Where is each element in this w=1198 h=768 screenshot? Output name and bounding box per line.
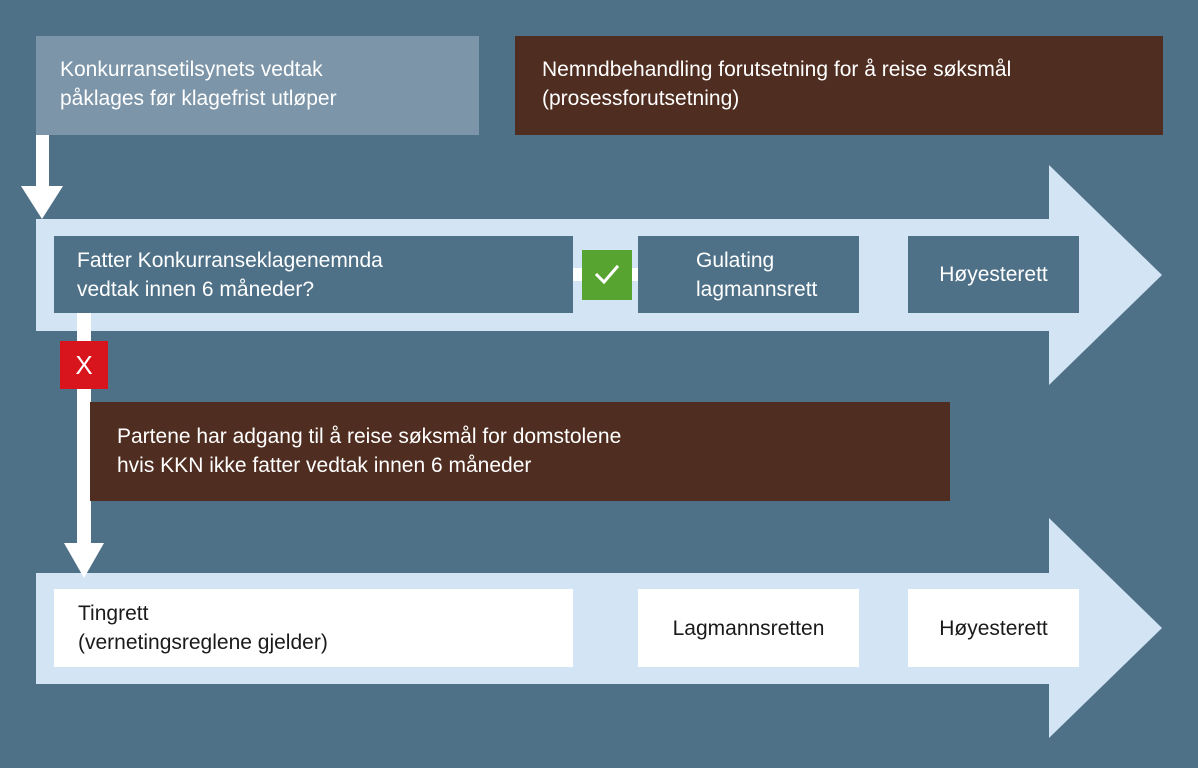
right-to-sue-line-1: Partene har adgang til å reise søksmål f… xyxy=(117,425,622,448)
procedural-requirement-box: Nemndbehandling forutsetning for å reise… xyxy=(515,36,1163,135)
procedural-requirement-line-2: (prosessforutsetning) xyxy=(542,87,740,110)
district-court-line-1: Tingrett xyxy=(78,602,149,625)
lower-track-arrow xyxy=(36,518,1162,738)
appeal-deadline-line-1: Konkurransetilsynets vedtak xyxy=(60,58,323,81)
supreme-court-label-upper: Høyesterett xyxy=(939,263,1048,286)
no-decision-badge: X xyxy=(60,341,108,389)
appeal-court-label-lower: Lagmannsretten xyxy=(672,616,825,640)
right-to-sue-line-2: hvis KKN ikke fatter vedtak innen 6 måne… xyxy=(117,454,532,477)
decision-question-line-2: vedtak innen 6 måneder? xyxy=(77,278,314,301)
supreme-court-label-lower: Høyesterett xyxy=(939,616,1048,640)
connector-top-shaft xyxy=(36,135,49,188)
no-connector-arrowhead xyxy=(64,543,104,578)
procedural-requirement-line-1: Nemndbehandling forutsetning for å reise… xyxy=(542,58,1012,81)
right-to-sue-box: Partene har adgang til å reise søksmål f… xyxy=(90,402,950,501)
supreme-court-box-lower: Høyesterett xyxy=(908,589,1079,667)
district-court-line-2: (vernetingsreglene gjelder) xyxy=(78,631,328,654)
appeal-court-box-lower: Lagmannsretten xyxy=(638,589,859,667)
check-icon xyxy=(582,250,632,300)
gulating-court-line-2: lagmannsrett xyxy=(696,278,818,301)
supreme-court-box-upper: Høyesterett xyxy=(908,236,1079,313)
gulating-court-box: Gulating lagmannsrett xyxy=(638,236,859,313)
decision-question-line-1: Fatter Konkurranseklagenemnda xyxy=(77,249,383,272)
checkmark-glyph xyxy=(594,264,620,285)
district-court-box: Tingrett (vernetingsreglene gjelder) xyxy=(54,589,573,667)
connector-top-arrowhead xyxy=(21,186,63,219)
gulating-court-line-1: Gulating xyxy=(696,249,775,272)
appeal-deadline-box: Konkurransetilsynets vedtak påklages før… xyxy=(36,36,479,135)
appeal-deadline-line-2: påklages før klagefrist utløper xyxy=(60,87,337,110)
decision-question-box: Fatter Konkurranseklagenemnda vedtak inn… xyxy=(54,236,573,313)
